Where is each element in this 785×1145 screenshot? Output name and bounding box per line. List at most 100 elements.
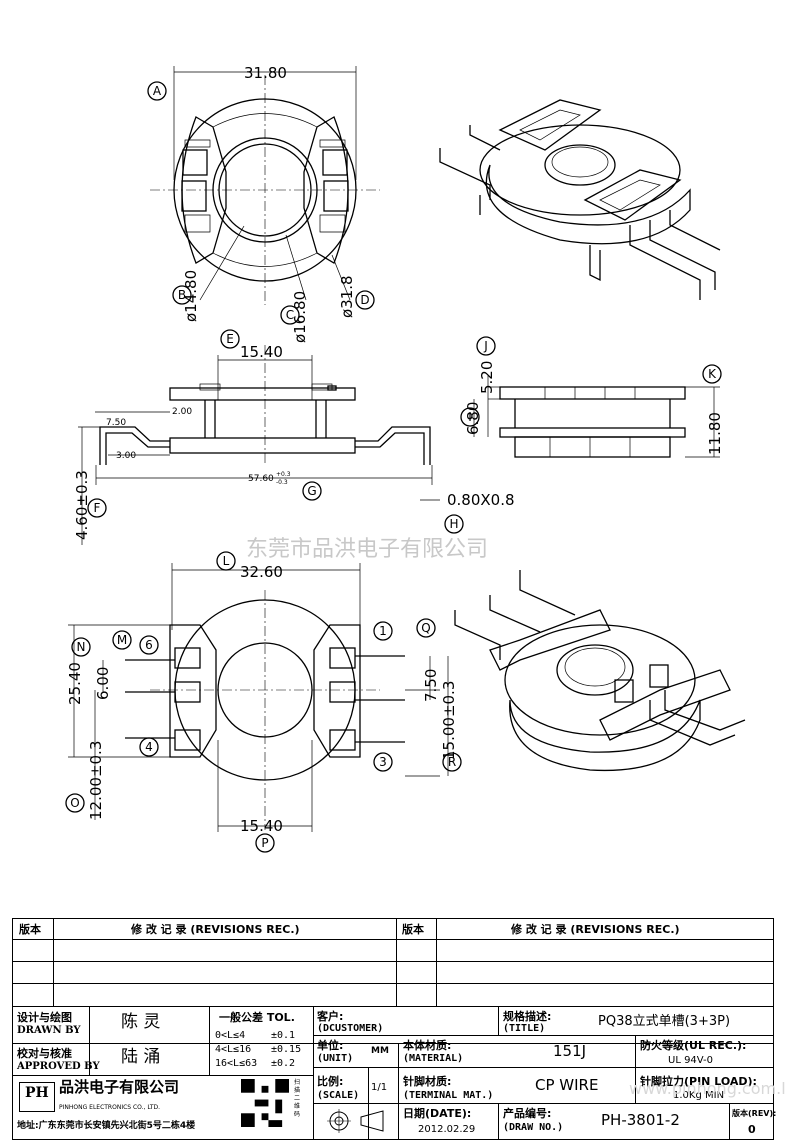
- svg-text:4: 4: [145, 740, 153, 754]
- approved-label-cn: 校对与核准: [17, 1047, 72, 1060]
- qr-code: [241, 1079, 289, 1127]
- dim-pitch2: 2.00: [172, 407, 192, 417]
- dim-q: 7.50: [422, 669, 440, 702]
- draw-no-label-en: (DRAW NO.): [503, 1122, 564, 1133]
- callout-a: A: [147, 81, 167, 101]
- qr-side-text: 扫描二维码: [294, 1079, 301, 1118]
- callout-n: N: [71, 637, 91, 657]
- svg-text:F: F: [94, 501, 101, 515]
- bottom-view: 32.60 25.40 6.00 12.00±0.3 7.50 15.00±0.…: [66, 563, 458, 835]
- svg-text:O: O: [70, 796, 79, 810]
- callout-r: R: [442, 752, 462, 772]
- callout-m: M: [112, 630, 132, 650]
- rev-record-header: 修 改 记 录 (REVISIONS REC.): [131, 923, 300, 936]
- callout-i: I: [460, 407, 480, 427]
- tol-row2-range: 4<L≤16: [215, 1044, 252, 1055]
- callout-f: F: [87, 498, 107, 518]
- pin-load-value: 1.0Kg MIN: [673, 1090, 725, 1101]
- tol-row3-range: 16<L≤63: [215, 1058, 258, 1069]
- svg-text:J: J: [483, 339, 488, 353]
- dim-g: 57.60: [248, 474, 274, 484]
- ul-value: UL 94V-0: [668, 1055, 714, 1066]
- drawn-by-label-en: DRAWN BY: [17, 1025, 81, 1036]
- dim-f: 4.60±0.3: [73, 470, 91, 540]
- ul-label: 防火等级(UL REC.):: [640, 1039, 747, 1052]
- dim-top-width: 31.80: [244, 64, 287, 82]
- company-name-cn: 品洪电子有限公司: [59, 1078, 180, 1096]
- draw-no-label-cn: 产品编号:: [503, 1107, 552, 1120]
- callout-pin1: 1: [373, 621, 393, 641]
- title-block: 版本 修 改 记 录 (REVISIONS REC.) 版本 修 改 记 录 (…: [12, 918, 785, 1140]
- unit-value: MM: [371, 1046, 389, 1056]
- svg-text:M: M: [117, 633, 127, 647]
- material-value: 151J: [553, 1042, 587, 1060]
- dim-pitch1: 7.50: [106, 418, 126, 428]
- material-label-cn: 本体材质:: [403, 1039, 452, 1052]
- rev-value: 0: [748, 1123, 756, 1136]
- approved-label-en: APPROVED BY: [17, 1061, 100, 1072]
- customer-label-cn: 客户:: [317, 1010, 344, 1023]
- company-logo: PH: [19, 1082, 55, 1112]
- svg-text:I: I: [468, 410, 472, 424]
- front-view: 15.40 7.50 2.00 3.00 57.60 +0.3 -0.3 4.6…: [73, 343, 515, 545]
- rev-header: 版本: [19, 923, 41, 936]
- svg-text:P: P: [261, 836, 268, 850]
- svg-text:D: D: [360, 293, 369, 307]
- callout-b: B: [172, 285, 192, 305]
- dim-k: 11.80: [706, 412, 724, 455]
- callout-pin6: 6: [139, 635, 159, 655]
- dim-g-tol-upper: +0.3: [276, 471, 291, 478]
- projection-symbol: [327, 1109, 384, 1133]
- scale-value: 1/1: [371, 1082, 388, 1093]
- svg-text:G: G: [307, 484, 316, 498]
- callout-d: D: [355, 290, 375, 310]
- callouts: A B C D E F G H I J K L M N O P Q R 1 3 …: [65, 81, 722, 853]
- svg-text:C: C: [286, 308, 294, 322]
- technical-drawing: 东莞市品洪电子有限公司 31.80 ø14.80 ø16.80 ø31.8: [65, 64, 746, 853]
- svg-text:N: N: [77, 640, 86, 654]
- customer-label-en: (DCUSTOMER): [317, 1023, 384, 1034]
- callout-c: C: [280, 305, 300, 325]
- dim-j: 5.20: [478, 361, 496, 394]
- tol-row1-val: ±0.1: [271, 1030, 296, 1041]
- title-value: PQ38立式单槽(3+3P): [598, 1014, 731, 1029]
- callout-e: E: [220, 329, 240, 349]
- drawn-by: 陈 灵: [121, 1012, 161, 1032]
- dim-g-tol-lower: -0.3: [276, 479, 288, 486]
- dim-o: 12.00±0.3: [87, 741, 105, 820]
- iso-view-bottom: [454, 570, 746, 772]
- svg-text:Q: Q: [421, 621, 430, 635]
- svg-text:K: K: [708, 367, 717, 381]
- svg-text:1: 1: [379, 624, 387, 638]
- side-view: 5.20 6.80 11.80: [464, 361, 724, 458]
- dim-n: 25.40: [66, 662, 84, 705]
- watermark: 东莞市品洪电子有限公司: [246, 537, 488, 562]
- dim-p: 15.40: [240, 817, 283, 835]
- website-watermark: www.pinhong.com.ltd: [629, 1079, 785, 1098]
- dim-d: ø31.8: [338, 275, 356, 318]
- title-label-cn: 规格描述:: [503, 1010, 552, 1023]
- svg-text:3: 3: [379, 755, 387, 769]
- callout-pin4: 4: [139, 737, 159, 757]
- callout-p: P: [255, 833, 275, 853]
- callout-pin3: 3: [373, 752, 393, 772]
- pin-load-label: 针脚拉力(PIN LOAD):: [640, 1075, 757, 1088]
- company-name-en: PINHONG ELECTRONICS CO., LTD.: [59, 1104, 161, 1111]
- callout-j: J: [476, 336, 496, 356]
- tolerance-label: 一般公差 TOL.: [219, 1011, 295, 1024]
- drawn-by-label-cn: 设计与绘图: [17, 1011, 72, 1024]
- terminal-value: CP WIRE: [535, 1076, 599, 1094]
- dim-pitch3: 3.00: [116, 451, 136, 461]
- top-view: 31.80 ø14.80 ø16.80 ø31.8: [150, 64, 380, 343]
- scale-label-cn: 比例:: [317, 1075, 344, 1088]
- company-address: 地址:广东东莞市长安镇先兴北街5号二栋4楼: [17, 1121, 196, 1131]
- svg-text:E: E: [226, 332, 234, 346]
- dim-m: 6.00: [94, 667, 112, 700]
- tol-row1-range: 0<L≤4: [215, 1030, 246, 1041]
- terminal-label-en: (TERMINAL MAT.): [403, 1090, 494, 1101]
- dim-l: 32.60: [240, 563, 283, 581]
- dim-i: 6.80: [464, 402, 482, 435]
- scale-label-en: (SCALE): [317, 1090, 360, 1101]
- draw-no-value: PH-3801-2: [601, 1111, 680, 1129]
- svg-text:A: A: [153, 84, 162, 98]
